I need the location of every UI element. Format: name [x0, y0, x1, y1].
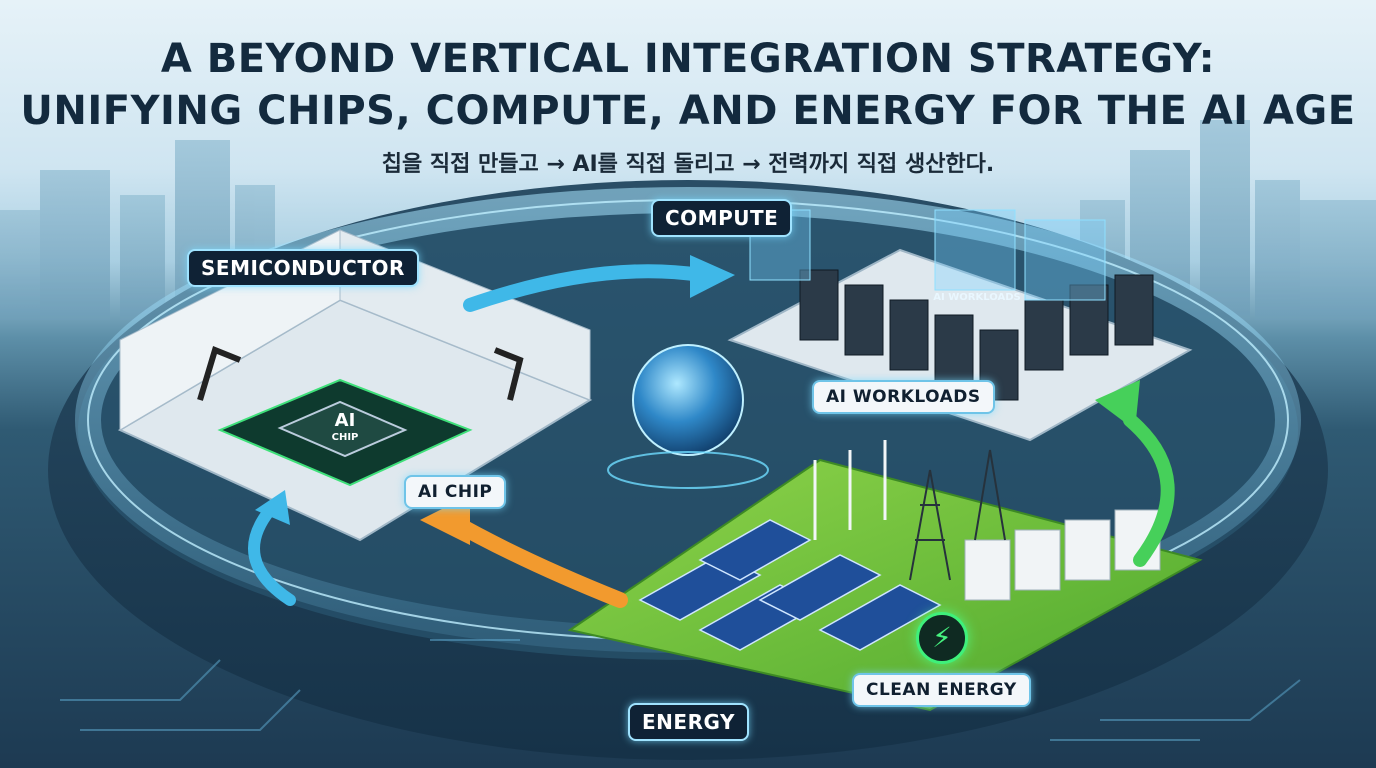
power-bolt-icon: ⚡ [916, 612, 968, 664]
globe-halo [607, 451, 769, 489]
screen-workloads-label: AI WORKLOADS [933, 292, 1021, 303]
label-energy: ENERGY [628, 703, 749, 741]
callout-clean-energy: CLEAN ENERGY [852, 673, 1031, 707]
subtitle: 칩을 직접 만들고 → AI를 직접 돌리고 → 전력까지 직접 생산한다. [381, 152, 995, 177]
title-line-1: A BEYOND VERTICAL INTEGRATION STRATEGY: [160, 36, 1216, 82]
arrow-semiconductor-to-compute [463, 264, 707, 312]
arrow-compute-to-energy [1123, 413, 1175, 567]
callout-ai-workloads: AI WORKLOADS [812, 380, 995, 414]
callout-ai-chip: AI CHIP [404, 475, 507, 509]
title-line-2: UNIFYING CHIPS, COMPUTE, AND ENERGY FOR … [20, 88, 1356, 134]
chip-sub-label: CHIP [331, 432, 359, 443]
arrow-head-green [1095, 380, 1140, 430]
label-semiconductor: SEMICONDUCTOR [187, 249, 419, 287]
compute-datacenter [727, 209, 1193, 442]
chip-main-label: AI [334, 410, 356, 431]
globe-icon [632, 344, 744, 456]
arrow-head-compute [690, 255, 735, 298]
label-compute: COMPUTE [651, 199, 793, 237]
arrow-blue-left [248, 504, 296, 606]
arrow-head-blue-left [255, 490, 290, 525]
energy-field [567, 440, 1203, 712]
